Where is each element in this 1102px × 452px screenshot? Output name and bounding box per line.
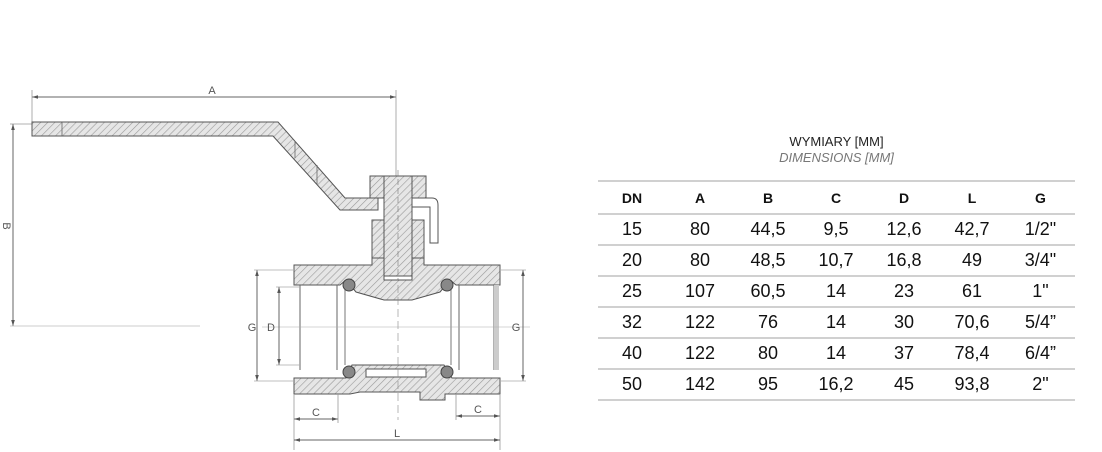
cell-c: 9,5 (802, 213, 870, 245)
cell-dn: 32 (598, 306, 666, 338)
cell-dn: 25 (598, 275, 666, 307)
table-row: 15 80 44,5 9,5 12,6 42,7 1/2" (598, 213, 1075, 245)
cell-g: 2" (1006, 368, 1075, 401)
cell-a: 80 (666, 244, 734, 276)
dimension-d: D (267, 286, 300, 366)
dimension-g-left: G (248, 269, 294, 382)
cell-a: 122 (666, 337, 734, 369)
cell-d: 45 (870, 368, 938, 401)
dimension-c-left: C (293, 394, 339, 450)
ball-valve-drawing: A B (0, 85, 530, 450)
header-d: D (870, 180, 938, 214)
cell-a: 107 (666, 275, 734, 307)
cell-l: 42,7 (938, 213, 1006, 245)
table-row: 32 122 76 14 30 70,6 5/4” (598, 306, 1075, 338)
cell-b: 60,5 (734, 275, 802, 307)
label-l: L (394, 428, 400, 440)
label-c-left: C (312, 407, 320, 419)
cell-a: 122 (666, 306, 734, 338)
cell-dn: 15 (598, 213, 666, 245)
label-b: B (0, 222, 12, 229)
valve-body (262, 257, 530, 420)
dimension-a: A (31, 85, 397, 178)
dimension-c-right: C (455, 394, 501, 450)
label-c-right: C (474, 404, 482, 416)
cell-d: 23 (870, 275, 938, 307)
header-dn: DN (598, 180, 666, 214)
table-title: WYMIARY [MM] (789, 134, 884, 149)
cell-dn: 20 (598, 244, 666, 276)
cell-c: 16,2 (802, 368, 870, 401)
cell-g: 1/2" (1006, 213, 1075, 245)
cell-d: 37 (870, 337, 938, 369)
cell-l: 70,6 (938, 306, 1006, 338)
table-row: 40 122 80 14 37 78,4 6/4” (598, 337, 1075, 369)
cell-dn: 40 (598, 337, 666, 369)
cell-l: 93,8 (938, 368, 1006, 401)
header-l: L (938, 180, 1006, 214)
cell-c: 14 (802, 337, 870, 369)
cell-d: 12,6 (870, 213, 938, 245)
cell-g: 3/4" (1006, 244, 1075, 276)
cell-b: 76 (734, 306, 802, 338)
cell-g: 6/4” (1006, 337, 1075, 369)
cell-c: 14 (802, 306, 870, 338)
header-a: A (666, 180, 734, 214)
cell-g: 5/4” (1006, 306, 1075, 338)
header-c: C (802, 180, 870, 214)
dimension-l: L (294, 428, 500, 442)
cell-a: 142 (666, 368, 734, 401)
label-g-left: G (248, 322, 257, 334)
table-row: 25 107 60,5 14 23 61 1" (598, 275, 1075, 307)
cell-c: 14 (802, 275, 870, 307)
label-d: D (267, 322, 275, 334)
label-a: A (208, 85, 216, 97)
cell-d: 30 (870, 306, 938, 338)
dimension-g-right: G (500, 269, 526, 382)
dimension-b: B (0, 123, 200, 327)
cell-a: 80 (666, 213, 734, 245)
label-g-right: G (512, 322, 521, 334)
cell-dn: 50 (598, 368, 666, 401)
cell-l: 49 (938, 244, 1006, 276)
cell-b: 44,5 (734, 213, 802, 245)
cell-b: 48,5 (734, 244, 802, 276)
cell-b: 80 (734, 337, 802, 369)
header-b: B (734, 180, 802, 214)
stem-assembly (369, 170, 439, 280)
table-subtitle: DIMENSIONS [MM] (779, 150, 894, 165)
cell-d: 16,8 (870, 244, 938, 276)
dimensions-table-section: WYMIARY [MM] DIMENSIONS [MM] DN A B C D … (598, 134, 1075, 401)
dimensions-table: DN A B C D L G 15 80 44,5 9,5 12,6 42,7 … (598, 180, 1075, 401)
table-row: 50 142 95 16,2 45 93,8 2" (598, 368, 1075, 401)
cell-b: 95 (734, 368, 802, 401)
lever-handle (31, 121, 379, 211)
cell-l: 61 (938, 275, 1006, 307)
table-header-row: DN A B C D L G (598, 180, 1075, 214)
cell-g: 1" (1006, 275, 1075, 307)
table-row: 20 80 48,5 10,7 16,8 49 3/4" (598, 244, 1075, 276)
cell-l: 78,4 (938, 337, 1006, 369)
header-g: G (1006, 180, 1075, 214)
cell-c: 10,7 (802, 244, 870, 276)
